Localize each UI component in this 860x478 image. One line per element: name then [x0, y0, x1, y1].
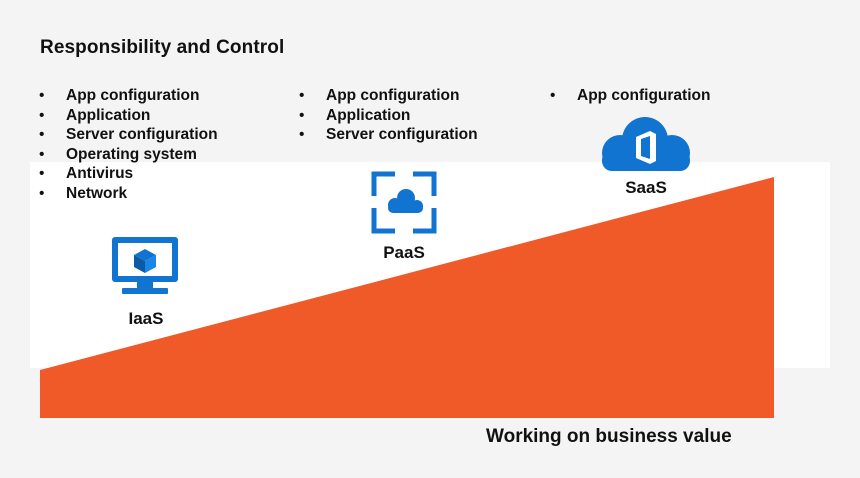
- list-item: App configuration: [39, 86, 218, 106]
- list-item: App configuration: [299, 86, 478, 106]
- list-item: Server configuration: [39, 125, 218, 145]
- list-item: App configuration: [550, 86, 710, 106]
- saas-label: SaaS: [625, 178, 667, 197]
- iaas-label: IaaS: [128, 309, 164, 328]
- cloud-service-icon: [371, 171, 437, 234]
- paas-cloud-shape: [388, 189, 423, 213]
- list-item: Antivirus: [39, 164, 218, 184]
- business-value-caption: Working on business value: [486, 426, 732, 447]
- list-item: Network: [39, 184, 218, 204]
- saas-responsibility-list: App configuration: [550, 86, 710, 106]
- paas-responsibility-list: App configuration Application Server con…: [299, 86, 478, 145]
- list-item: Operating system: [39, 145, 218, 165]
- page-title: Responsibility and Control: [40, 37, 285, 58]
- list-item: Application: [39, 106, 218, 126]
- list-item: Server configuration: [299, 125, 478, 145]
- list-item: Application: [299, 106, 478, 126]
- value-wedge: [40, 177, 774, 418]
- iaas-responsibility-list: App configuration Application Server con…: [39, 86, 218, 203]
- virtual-machine-icon: [112, 237, 178, 294]
- paas-label: PaaS: [383, 243, 425, 262]
- office-cloud-icon: [602, 117, 690, 171]
